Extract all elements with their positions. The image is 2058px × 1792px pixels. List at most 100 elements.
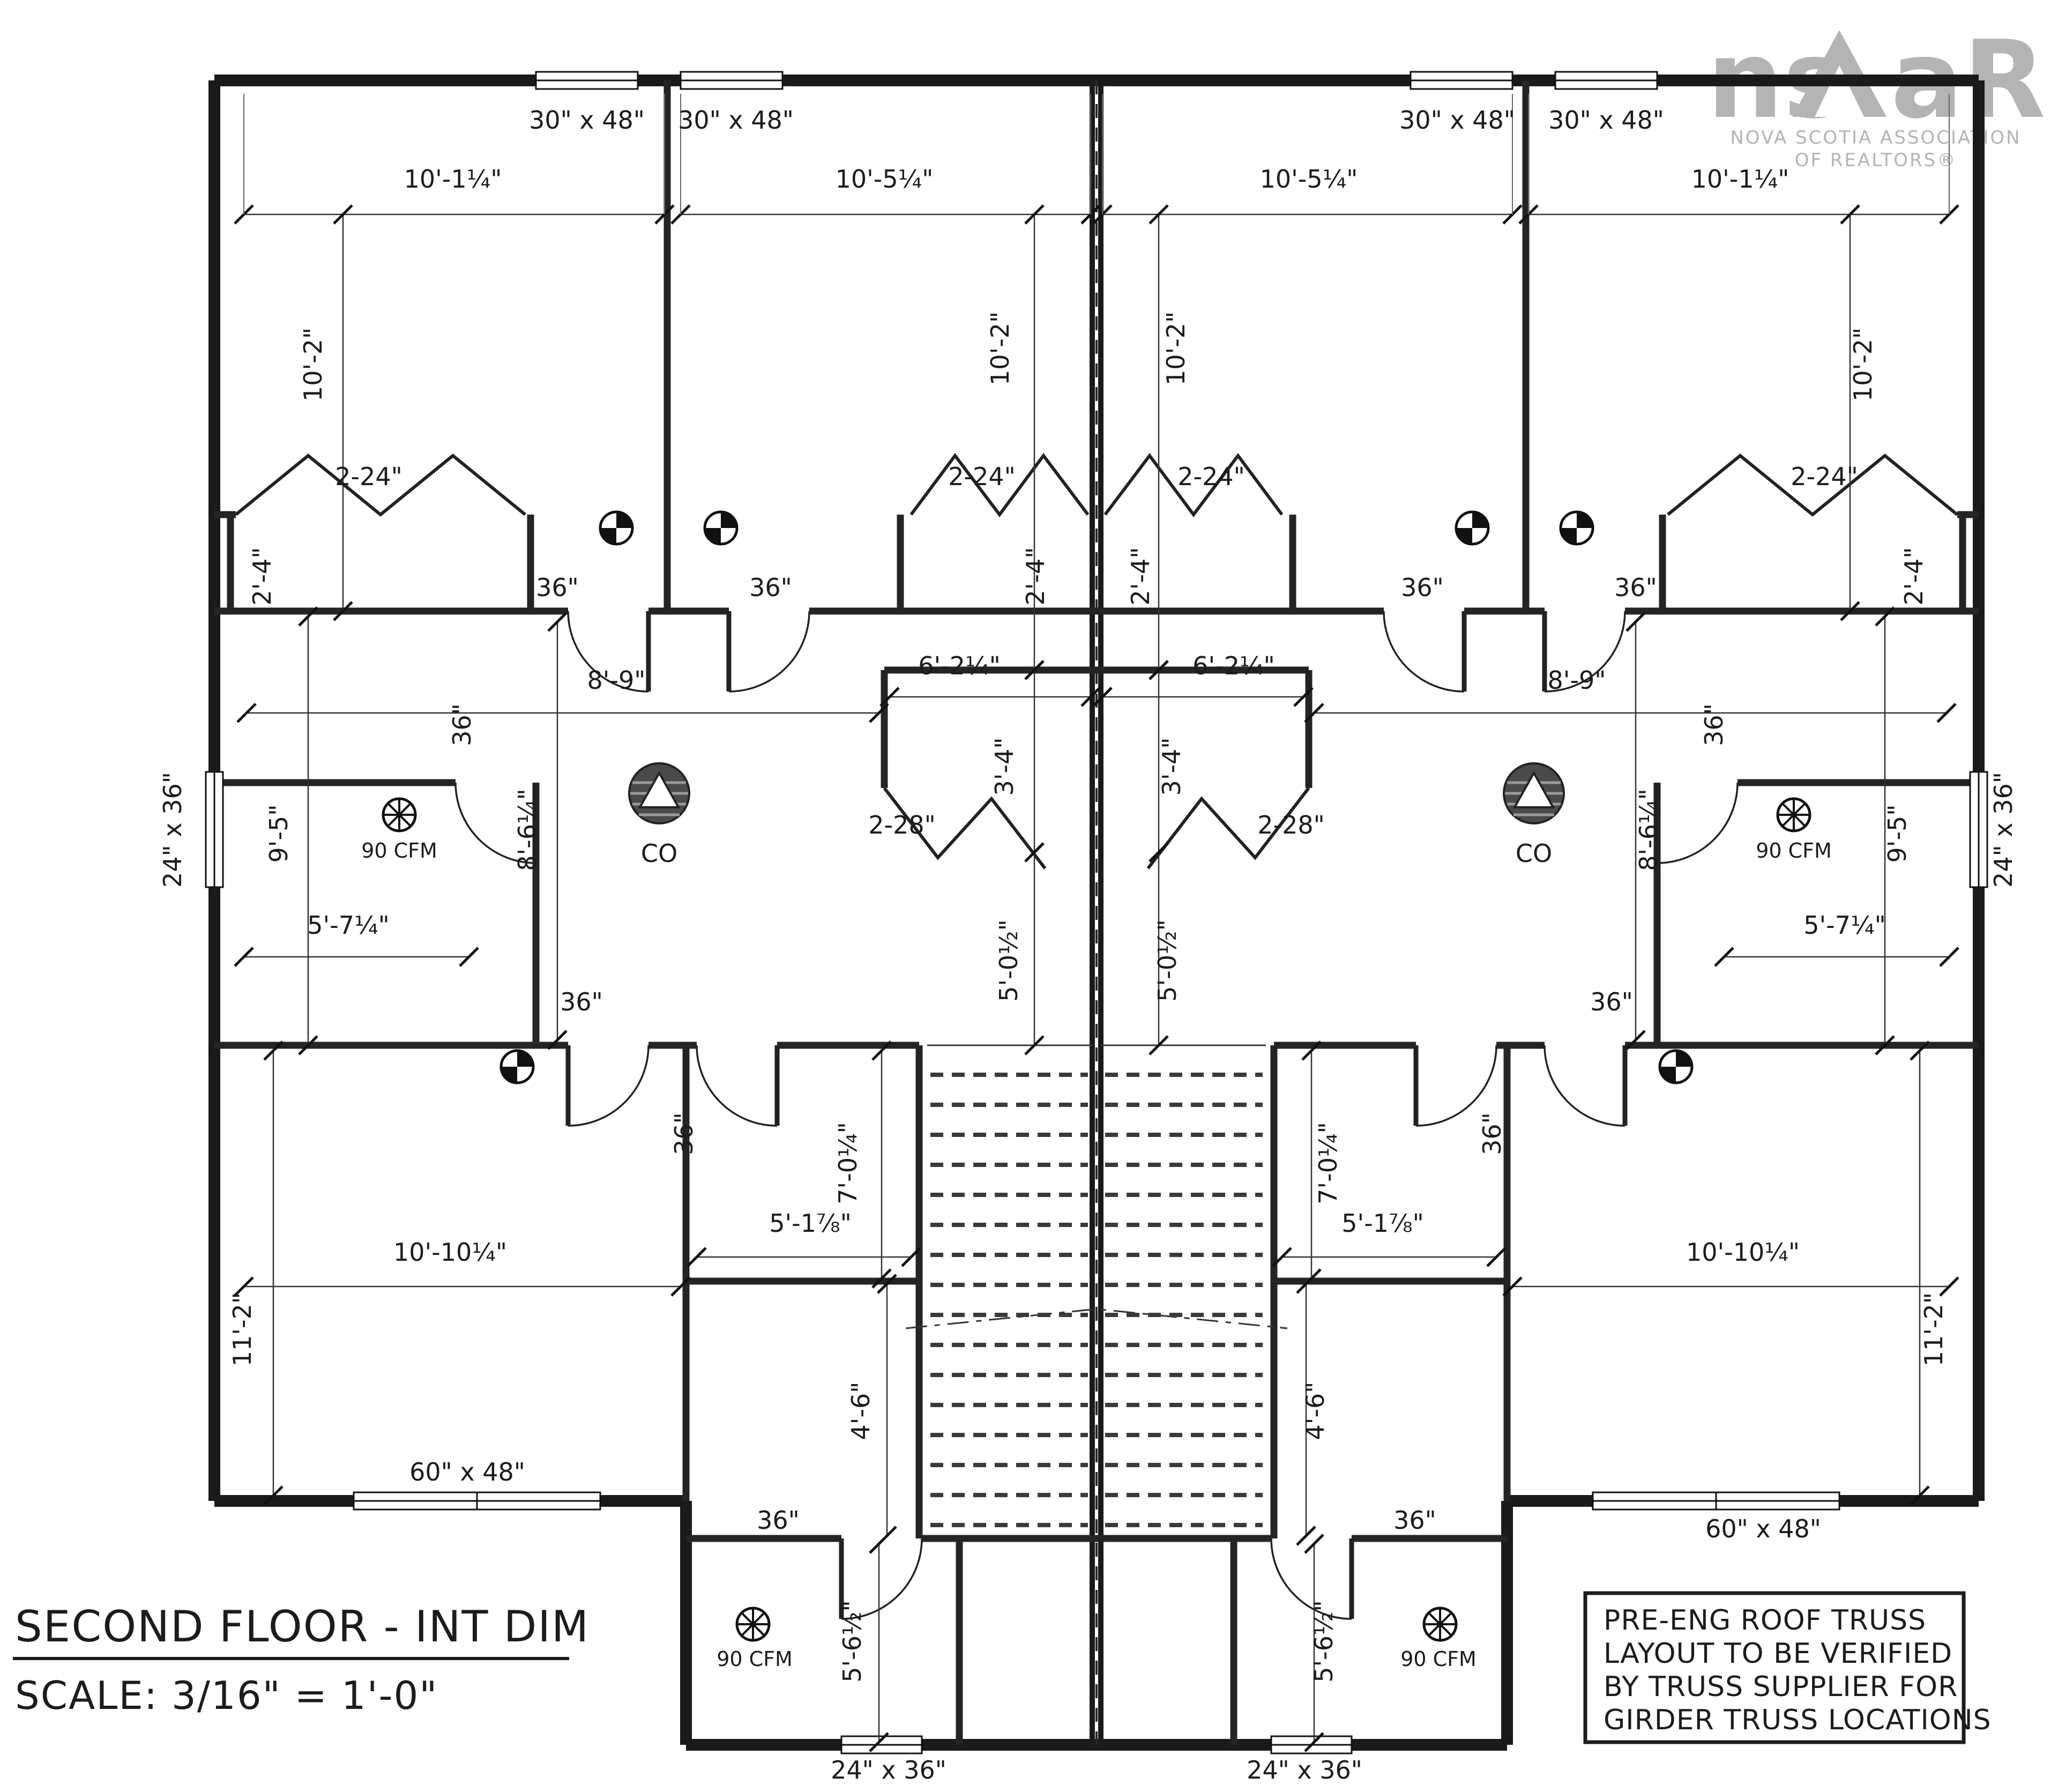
dim-tick [234,1276,254,1297]
dim-tick [1910,1040,1930,1061]
dim-label: 5'-6½" [1309,1600,1338,1683]
dim-tick [1293,687,1314,707]
dim-tick [879,687,900,707]
dim-label: 10'-10¼" [393,1238,507,1267]
dim-label: 10'-2" [299,328,327,401]
dim-label: 11'-2" [1919,1292,1948,1366]
dim-tick [1875,606,1895,627]
dim-label: 5'-1⅞" [1341,1209,1424,1238]
dim-label: 24" x 36" [1989,772,2018,888]
dim-label: 36" [448,703,476,746]
dim-label: 36" [560,987,603,1016]
co-detector-icon [1503,762,1565,824]
dim-label: 6'-2¼" [1192,651,1275,680]
truss-note-line: PRE-ENG ROOF TRUSS [1604,1604,1926,1637]
stair-floor-edges [905,1044,1288,1329]
dim-label: 8'-9" [587,666,646,695]
dim-tick [869,1534,889,1554]
dim-tick [333,601,353,621]
smoke-detector-icon [1658,1049,1694,1084]
detector-symbols [382,510,1811,1642]
dim-tick [687,1247,707,1267]
dim-label: 7'-0¼" [833,1122,862,1204]
dim-label: 36" [1393,1506,1436,1535]
nsar-logo-line2: OF REALTORS® [1795,150,1957,171]
dim-tick [1840,204,1860,225]
dim-tick [1840,601,1860,621]
nsar-logo-line1: NOVA SCOTIA ASSOCIATION [1730,127,2021,148]
dim-label: 5'-7¼" [307,911,390,940]
dim-tick [877,1274,897,1294]
dim-label: 9'-5" [1883,805,1912,863]
dim-tick [1296,1526,1316,1546]
dim-tick [1149,1035,1169,1055]
dim-label: 11'-2" [228,1292,257,1366]
dim-tick [263,1485,284,1506]
dim-label: 90 CFM [1400,1647,1477,1671]
exhaust-fan-icon [1776,797,1811,832]
dim-label: 36" [536,573,579,602]
dim-tick [263,1040,284,1061]
dim-tick [871,1268,892,1289]
dim-label: 3'-4" [1157,738,1186,796]
dim-label: 8'-6¼" [513,789,542,871]
dim-label: 24" x 36" [831,1756,946,1784]
dim-tick [234,947,254,967]
dim-tick [1939,947,1959,967]
exhaust-fan-icon [735,1607,771,1642]
dim-label: 10'-2" [986,311,1015,385]
dim-tick [1149,842,1169,862]
title-block: SECOND FLOOR - INT DIM SCALE: 3/16" = 1'… [13,1602,590,1718]
dim-tick [1936,703,1957,723]
dim-label: 36" [749,573,792,602]
truss-note-line: LAYOUT TO BE VERIFIED [1604,1638,1952,1670]
dim-tick [1486,1247,1507,1267]
dim-tick [1625,612,1646,632]
plan-title: SECOND FLOOR - INT DIM [15,1602,590,1652]
dim-label: 90 CFM [1756,839,1832,862]
dim-label: 36" [1401,573,1444,602]
dim-label: 2-24" [335,462,402,491]
dim-tick [1875,1035,1895,1055]
dim-tick [1910,1485,1930,1506]
exhaust-fan-icon [382,797,417,832]
party-wall [1090,80,1103,1745]
dim-label: 36" [1699,703,1728,746]
dim-label: 10'-1¼" [1691,165,1789,194]
dim-label: 5'-1⅞" [769,1209,852,1238]
dimension-lines [234,94,1959,1752]
dim-label: 10'-2" [1161,311,1190,385]
dim-label: 4'-6" [846,1382,875,1440]
dim-label: 2-28" [868,811,936,839]
dim-label: 24" x 36" [158,772,187,888]
smoke-detector-icon [703,510,739,546]
dim-label: 24" x 36" [1247,1756,1362,1784]
dim-tick [1149,204,1169,225]
dim-tick [1024,204,1045,225]
truss-note-line: BY TRUSS SUPPLIER FOR [1604,1671,1958,1703]
dim-tick [670,1276,691,1297]
dim-tick [1092,687,1113,707]
dim-tick [298,606,318,627]
dim-tick [1939,1276,1959,1297]
dim-label: 7'-0¼" [1314,1122,1343,1204]
interior-walls-right-unit [1097,80,1979,1745]
dim-label: 60" x 48" [409,1458,525,1486]
dim-label: CO [1516,839,1552,868]
dim-tick [1304,1732,1324,1752]
dim-tick [298,1035,318,1055]
dim-label: 10'-1¼" [404,165,502,194]
dim-label: 5'-7¼" [1803,911,1886,940]
dim-tick [236,703,257,723]
truss-note-box [1583,1591,1966,1744]
dim-label: 5'-0½" [1153,919,1182,1002]
dim-label: 6'-2¼" [918,651,1001,680]
dim-label: 90 CFM [717,1647,793,1671]
dim-label: 2'-4" [1021,547,1050,606]
smoke-detector-icon [499,1049,535,1084]
dim-label: 36" [1478,1112,1507,1155]
dim-tick [1502,1276,1523,1297]
dim-label: 30" x 48" [529,106,645,135]
